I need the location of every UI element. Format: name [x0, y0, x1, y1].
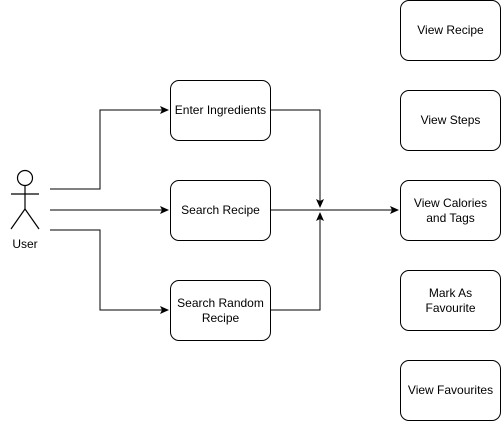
edge-enter-ingredients-to-junction — [270, 109, 324, 208]
node-enter-ingredients[interactable]: Enter Ingredients — [170, 80, 271, 141]
node-search-random-recipe[interactable]: Search Random Recipe — [170, 280, 271, 341]
node-view-recipe[interactable]: View Recipe — [400, 0, 501, 61]
node-view-calories-and-tags[interactable]: View Calories and Tags — [400, 180, 501, 241]
node-label: View Calories and Tags — [413, 195, 488, 225]
node-search-recipe[interactable]: Search Recipe — [170, 180, 271, 241]
stick-figure-icon — [10, 169, 40, 230]
node-label: Search Recipe — [181, 203, 260, 217]
node-label: View Steps — [420, 113, 481, 127]
node-label: View Favourites — [407, 383, 494, 397]
node-label: View Recipe — [417, 23, 484, 37]
actor-label: User — [12, 237, 38, 251]
node-label: Search Random Recipe — [177, 295, 264, 325]
edge-user-to-enter-ingredients — [50, 106, 169, 190]
edge-user-to-search-random-recipe — [50, 229, 169, 314]
actor-left-leg — [10, 208, 26, 230]
node-view-favourites[interactable]: View Favourites — [400, 360, 501, 421]
actor-right-leg — [24, 208, 40, 230]
node-label: Enter Ingredients — [174, 103, 267, 117]
actor-head — [16, 169, 34, 187]
node-mark-as-favourite[interactable]: Mark As Favourite — [400, 270, 501, 331]
edge-search-random-recipe-to-junction — [270, 212, 324, 311]
node-label: Mark As Favourite — [425, 285, 476, 315]
node-view-steps[interactable]: View Steps — [400, 90, 501, 151]
